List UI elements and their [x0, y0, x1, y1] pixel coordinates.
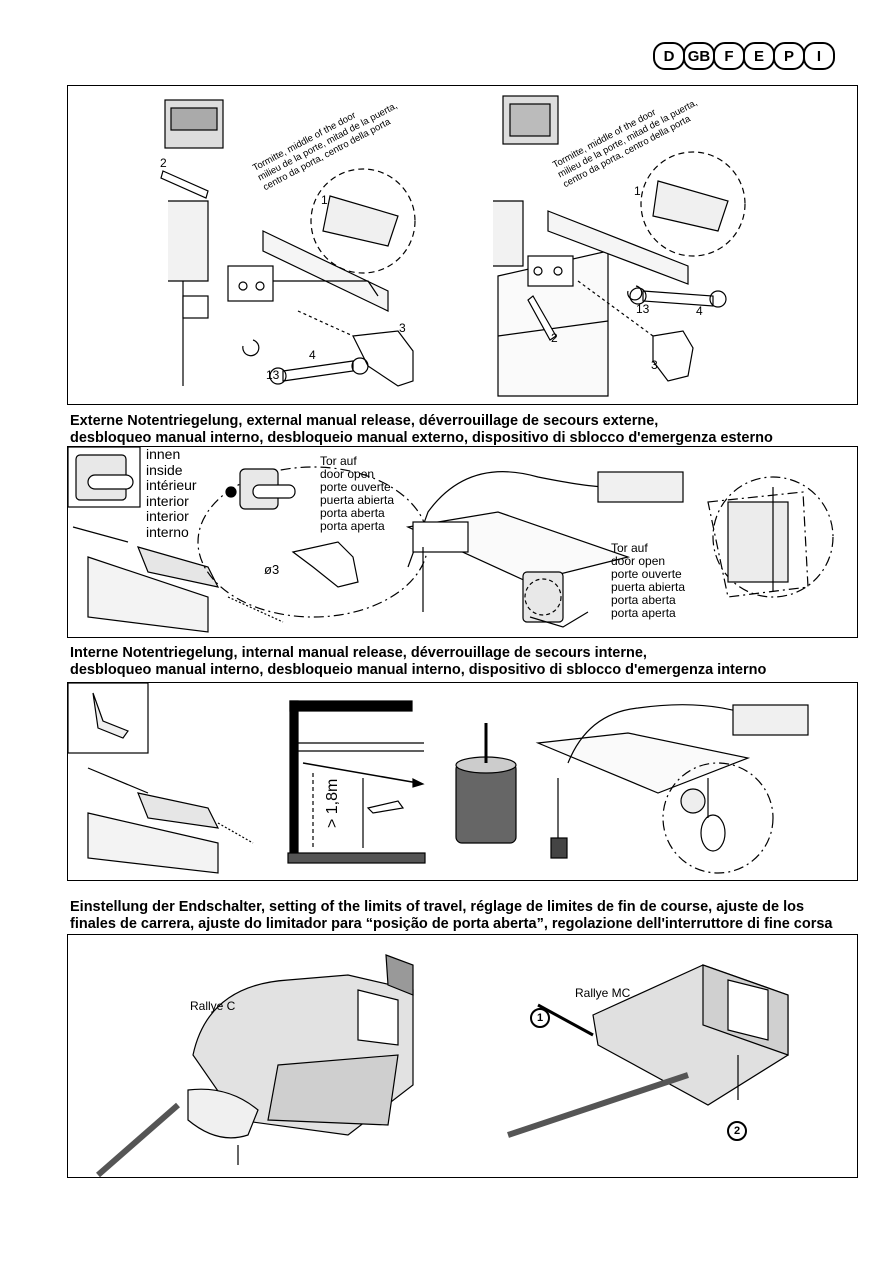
callout-number: 13	[636, 302, 650, 316]
inside-label: interno	[146, 523, 189, 540]
external-release-panel: innen inside intérieur interior interior…	[67, 446, 858, 638]
lang-badge: GB	[683, 42, 715, 70]
external-release-caption: Externe Notentriegelung, external manual…	[70, 413, 773, 447]
caption-line: Externe Notentriegelung, external manual…	[70, 413, 659, 429]
lang-badge: D	[653, 42, 685, 70]
model-label-right: Rallye MC	[575, 986, 631, 1000]
door-open-labels-2: Tor auf door open porte ouverte puerta a…	[611, 542, 685, 620]
inside-labels: innen inside intérieur interior interior…	[146, 447, 197, 540]
door-open-label: porta aberta	[611, 593, 676, 607]
door-open-label: puerta abierta	[320, 493, 395, 507]
internal-release-caption: Interne Notentriegelung, internal manual…	[70, 645, 766, 679]
mounting-illustration	[160, 95, 746, 397]
mounting-diagram-panel: Tormitte, middle of the door milieu de l…	[67, 85, 858, 405]
door-open-label: porte ouverte	[320, 480, 391, 494]
step-2-badge: 2	[727, 1121, 747, 1141]
callout-number: 4	[696, 304, 703, 318]
door-open-label: Tor auf	[611, 541, 648, 555]
inside-label: innen	[146, 446, 181, 462]
inside-label: inside	[146, 461, 183, 478]
door-open-label: porta aperta	[611, 606, 676, 620]
callout-number: 1	[321, 193, 328, 207]
lang-badge: E	[743, 42, 775, 70]
external-release-illustration	[68, 447, 834, 633]
caption-line: Interne Notentriegelung, internal manual…	[70, 645, 647, 661]
caption-line: Einstellung der Endschalter, setting of …	[70, 899, 805, 915]
door-open-label: Tor auf	[320, 454, 357, 468]
limit-switch-panel: Rallye C Rallye MC 1 2	[67, 934, 858, 1178]
lang-badge: P	[773, 42, 805, 70]
internal-release-illustration	[68, 683, 809, 874]
inside-label: interior	[146, 508, 189, 524]
model-label-left: Rallye C	[190, 999, 236, 1013]
drill-size-label: ø3	[264, 562, 280, 577]
door-open-label: porta aperta	[320, 519, 385, 533]
callout-number: 3	[651, 358, 658, 372]
internal-release-panel: > 1,8m	[67, 682, 858, 881]
caption-line: desbloqueo manual interno, desbloqueio m…	[70, 430, 773, 446]
lang-badge: I	[803, 42, 835, 70]
door-open-label: porte ouverte	[611, 567, 682, 581]
limit-switch-caption: Einstellung der Endschalter, setting of …	[70, 899, 833, 933]
caption-line: desbloqueo manual interno, desbloqueio m…	[70, 662, 767, 678]
inside-label: intérieur	[146, 477, 197, 493]
door-open-labels: Tor auf door open porte ouverte puerta a…	[320, 455, 394, 533]
inside-label: interior	[146, 492, 189, 509]
caption-line: finales de carrera, ajuste do limitador …	[70, 916, 833, 932]
callout-number: 4	[309, 348, 316, 362]
door-open-label: door open	[320, 467, 375, 481]
min-height-label: > 1,8m	[324, 778, 341, 828]
callout-number: 2	[160, 156, 167, 170]
door-open-label: door open	[611, 554, 666, 568]
limit-switch-illustration	[96, 954, 789, 1177]
language-badges: D GB F E P I	[653, 42, 835, 70]
door-open-label: porta aberta	[320, 506, 385, 520]
lang-badge: F	[713, 42, 745, 70]
door-open-label: puerta abierta	[611, 580, 686, 594]
callout-number: 3	[399, 321, 406, 335]
callout-number: 2	[551, 331, 558, 345]
callout-number: 13	[266, 368, 280, 382]
step-1-badge: 1	[530, 1008, 550, 1028]
callout-number: 1	[634, 184, 641, 198]
